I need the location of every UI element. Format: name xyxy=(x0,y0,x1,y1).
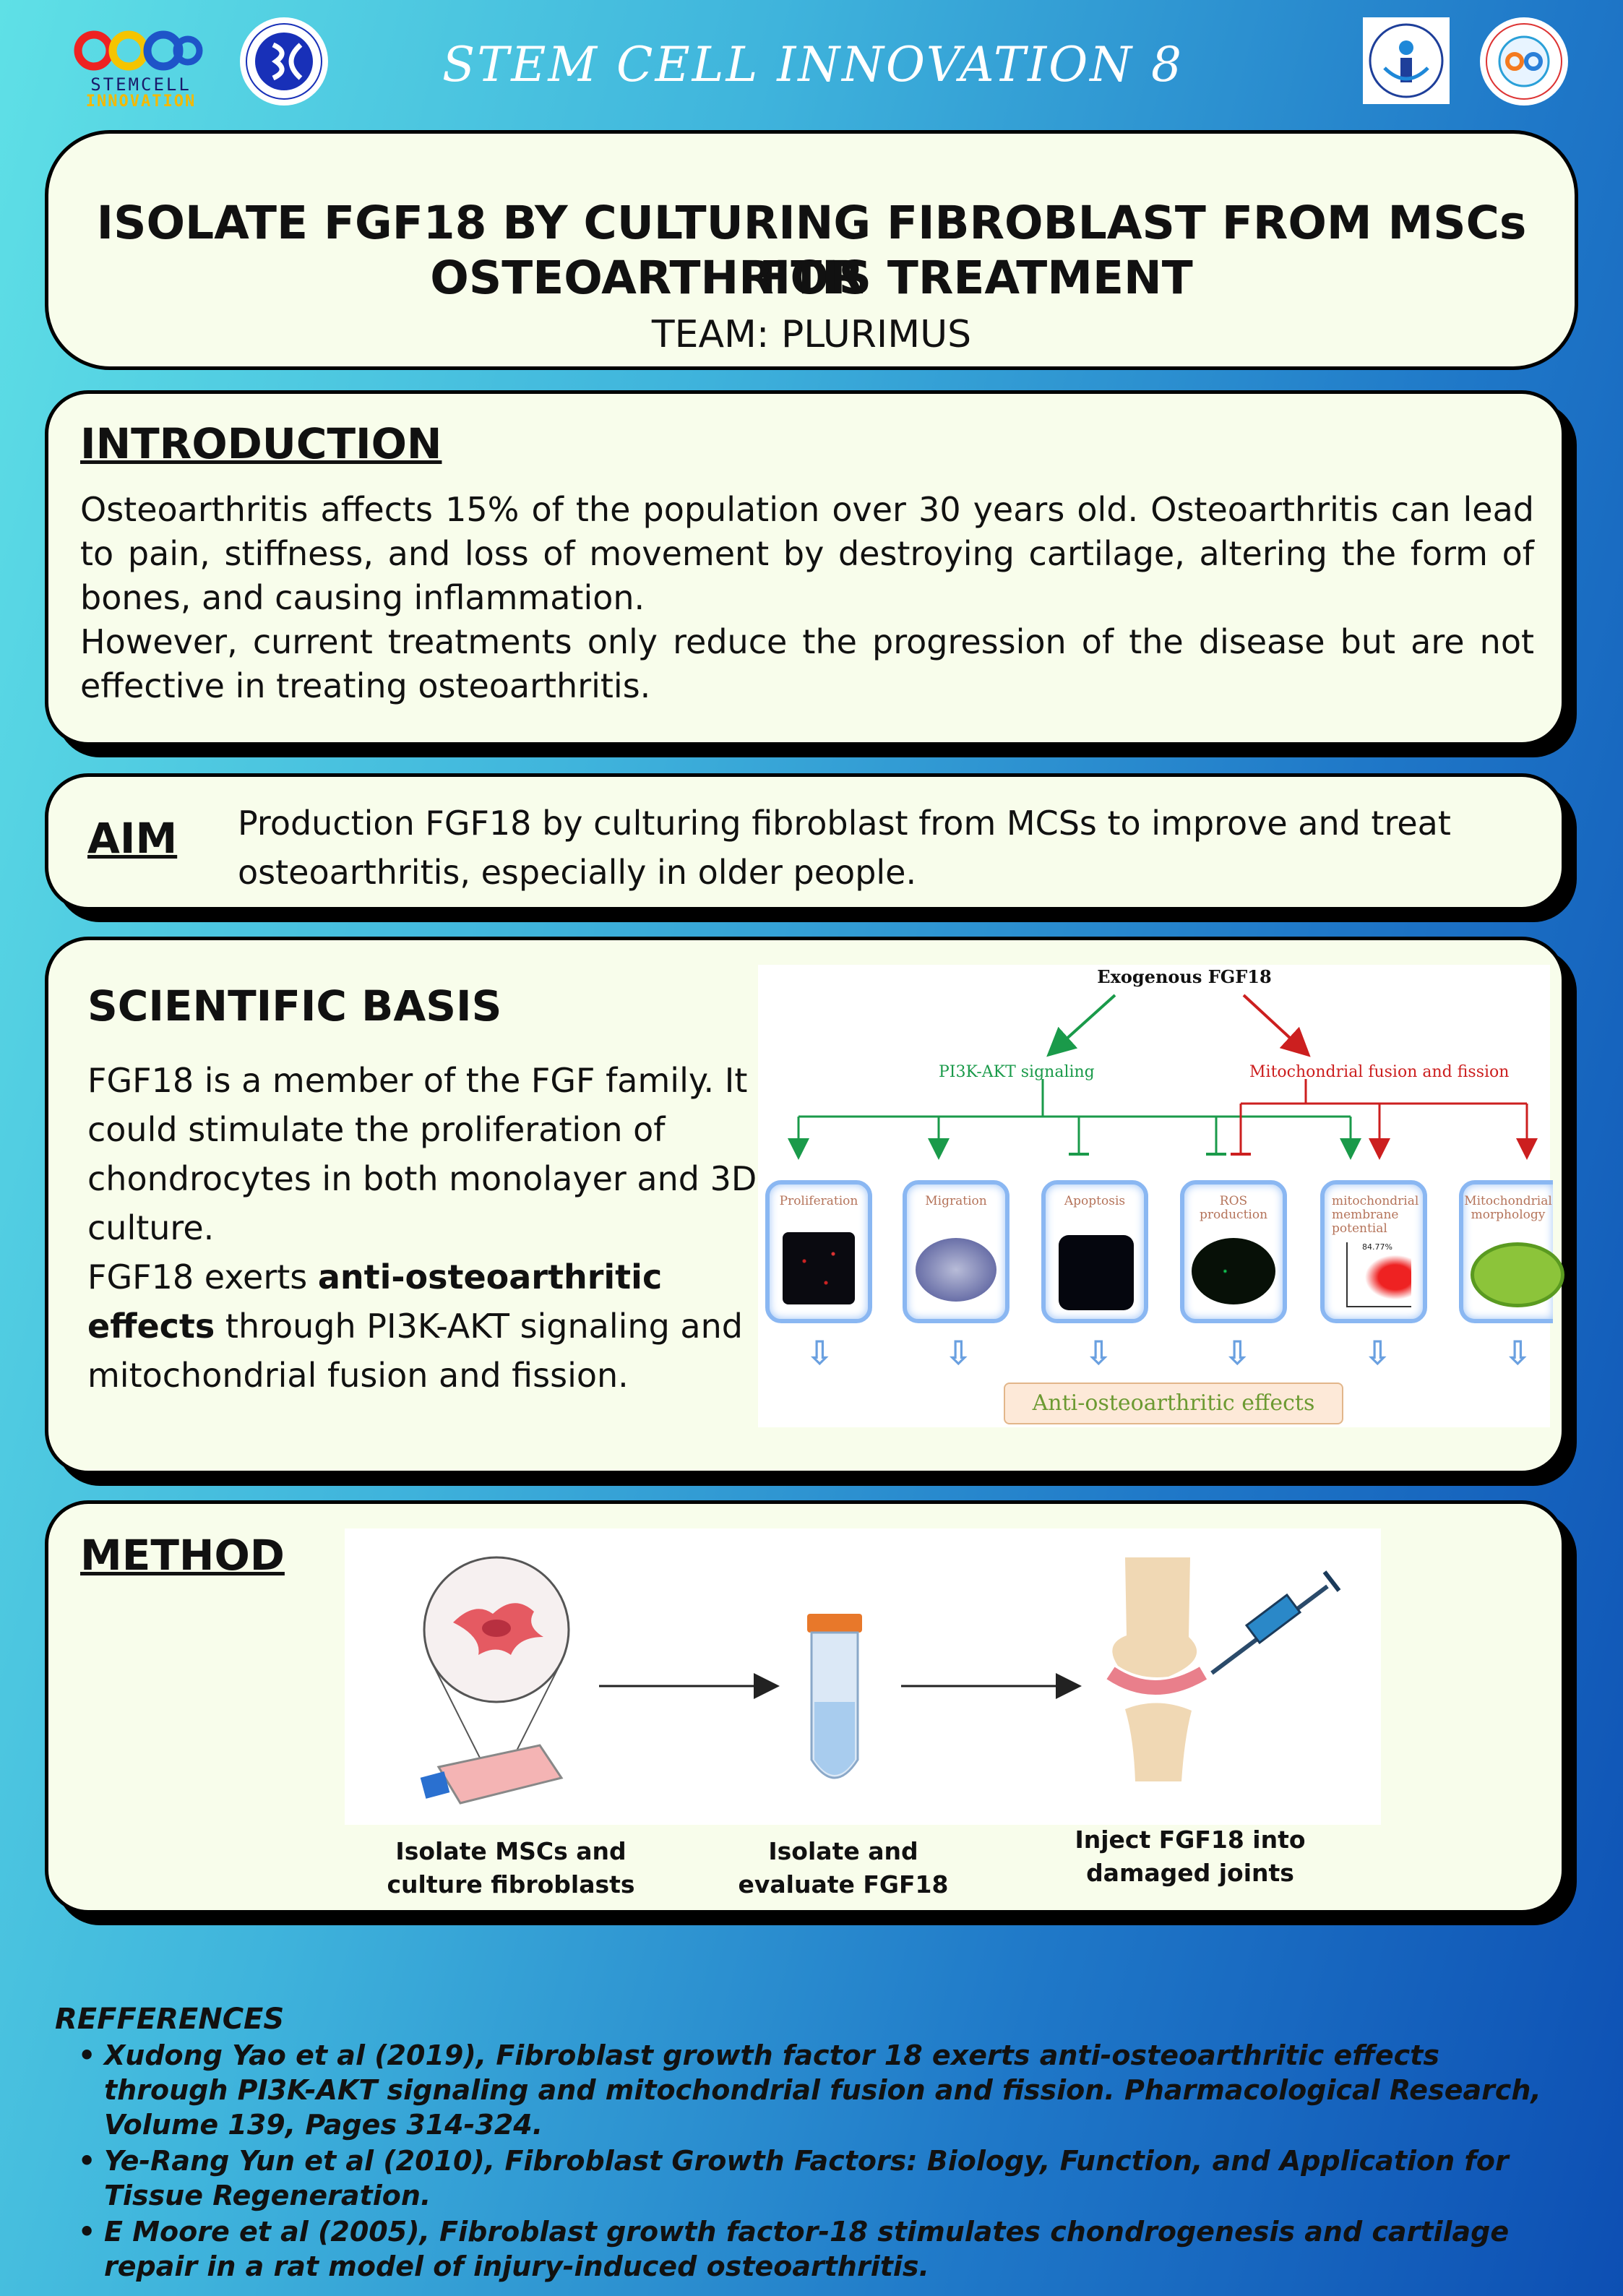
card-label: ROS production xyxy=(1199,1194,1268,1222)
figure-right-branch-label: Mitochondrial fusion and fission xyxy=(1249,1063,1510,1081)
card-label: Migration xyxy=(925,1194,987,1208)
method-heading: METHOD xyxy=(80,1531,285,1580)
text2-pre: FGF18 exerts xyxy=(87,1257,318,1297)
event-title: STEM CELL INNOVATION 8 xyxy=(442,37,1184,93)
down-arrow-icon: ⇩ xyxy=(1085,1333,1113,1372)
down-arrow-icon: ⇩ xyxy=(806,1333,834,1372)
migration-image xyxy=(916,1238,996,1302)
down-arrow-icon: ⇩ xyxy=(1364,1333,1392,1372)
knee-joint-icon xyxy=(1106,1557,1207,1781)
references-list: Xudong Yao et al (2019), Fibroblast grow… xyxy=(55,2038,1572,2284)
method-diagram xyxy=(420,1556,1341,1805)
method-box: METHOD xyxy=(45,1500,1565,1914)
apoptosis-image xyxy=(1059,1235,1134,1310)
down-arrow-icon: ⇩ xyxy=(944,1333,973,1372)
logo-text-innovation: INNOVATION xyxy=(85,93,197,111)
card-label: Mitochondrial morphology xyxy=(1464,1194,1552,1222)
team-name: TEAM: PLURIMUS xyxy=(651,313,972,356)
card-migration: Migration xyxy=(903,1180,1009,1323)
flow-value: 84.77% xyxy=(1362,1242,1392,1252)
poster-title-line2: OSTEOARTHRITIS TREATMENT xyxy=(430,251,1193,304)
card-apoptosis: Apoptosis xyxy=(1041,1180,1148,1323)
down-arrow-icon: ⇩ xyxy=(1504,1333,1532,1372)
card-proliferation: Proliferation xyxy=(765,1180,872,1323)
scientific-basis-heading: SCIENTIFIC BASIS xyxy=(87,981,502,1031)
card-label: Proliferation xyxy=(779,1194,858,1208)
university-logo xyxy=(1363,17,1450,104)
title-box: ISOLATE FGF18 BY CULTURING FIBROBLAST FR… xyxy=(45,130,1578,370)
figure-arrows xyxy=(788,994,1538,1160)
figure-bottom-label: Anti-osteoarthritic effects xyxy=(1004,1383,1343,1424)
fgf18-mechanism-figure: Exogenous FGF18 PI3K- xyxy=(758,965,1564,1427)
method-step-3-caption: Inject FGF18 into damaged joints xyxy=(1075,1826,1306,1887)
reference-item: Ye-Rang Yun et al (2010), Fibroblast Gro… xyxy=(55,2144,1572,2213)
scientific-basis-text-1: FGF18 is a member of the FGF family. It … xyxy=(87,1061,757,1247)
reference-item: Xudong Yao et al (2019), Fibroblast grow… xyxy=(55,2038,1572,2142)
syringe-icon xyxy=(1210,1570,1341,1675)
proliferation-image xyxy=(783,1232,855,1304)
text2-post: through PI3K-AKT signaling and mitochond… xyxy=(87,1307,743,1395)
aim-heading: AIM xyxy=(87,814,178,863)
card-mitochondrial-morphology: Mitochondrial morphology xyxy=(1459,1180,1564,1323)
logo-text-stemcell: STEMCELL xyxy=(90,74,191,95)
card-label: Apoptosis xyxy=(1064,1194,1126,1208)
poster-title-line1: ISOLATE FGF18 BY CULTURING FIBROBLAST FR… xyxy=(96,197,1527,304)
stemcell-innovation-logo: STEMCELL INNOVATION xyxy=(72,29,210,111)
aim-box: AIM Production FGF18 by culturing fibrob… xyxy=(45,773,1565,911)
fibroblast-cell-icon xyxy=(423,1556,570,1703)
introduction-paragraph-1: Osteoarthritis affects 15% of the popula… xyxy=(80,490,1534,617)
reference-item: E Moore et al (2005), Fibroblast growth … xyxy=(55,2214,1572,2284)
figure-top-label: Exogenous FGF18 xyxy=(1097,966,1272,987)
scientific-basis-text-2: FGF18 exerts anti-osteoarthritic effects… xyxy=(87,1252,767,1400)
introduction-paragraph-2: However, current treatments only reduce … xyxy=(80,622,1534,705)
card-membrane-potential: mitochondrial membrane potential 84.77% xyxy=(1320,1180,1427,1323)
card-ros-production: ROS production xyxy=(1180,1180,1287,1323)
method-illustration xyxy=(345,1528,1381,1825)
references-section: REFFERENCES Xudong Yao et al (2019), Fib… xyxy=(55,2000,1572,2285)
aim-text: Production FGF18 by culturing fibroblast… xyxy=(238,804,1451,892)
card-label: mitochondrial membrane potential xyxy=(1332,1194,1419,1236)
down-arrow-icon: ⇩ xyxy=(1223,1333,1252,1372)
society-seal-logo xyxy=(238,16,330,107)
stemcell-rings-icon xyxy=(74,30,203,71)
method-step-1-caption: Isolate MSCs and culture fibroblasts xyxy=(387,1837,635,1899)
method-step-2-caption: Isolate and evaluate FGF18 xyxy=(738,1837,949,1899)
tube-icon xyxy=(807,1614,862,1779)
scientific-basis-box: SCIENTIFIC BASIS FGF18 is a member of th… xyxy=(45,937,1565,1474)
figure-left-branch-label: PI3K-AKT signaling xyxy=(939,1063,1095,1081)
introduction-box: INTRODUCTION Osteoarthritis affects 15% … xyxy=(45,390,1565,746)
ros-image xyxy=(1192,1238,1275,1304)
culture-flask-icon xyxy=(420,1744,564,1805)
flow-cytometry-plot: 84.77% xyxy=(1346,1242,1411,1307)
introduction-heading: INTRODUCTION xyxy=(80,419,442,468)
mitochondrion-image xyxy=(1471,1242,1564,1307)
club-logo xyxy=(1478,16,1570,107)
references-heading: REFFERENCES xyxy=(55,2003,285,2036)
text2-bold: anti-osteoarthritic effects xyxy=(87,1257,663,1346)
